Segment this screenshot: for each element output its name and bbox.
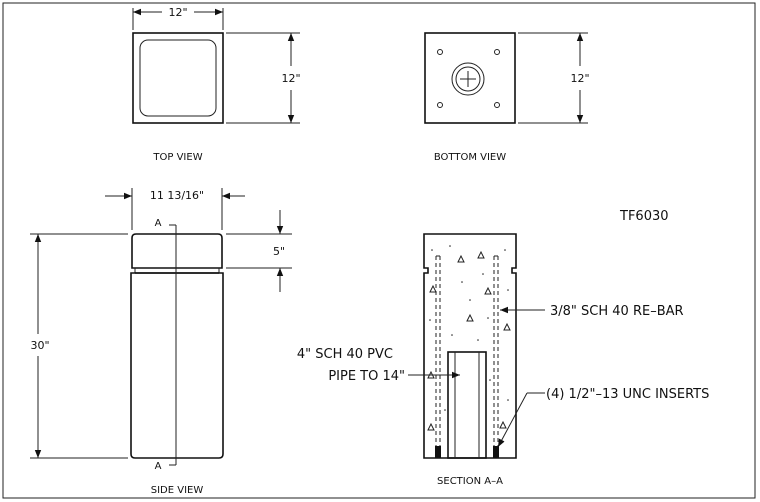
side-view: A A 11 13/16" 30" 5" SIDE VIEW bbox=[30, 188, 292, 496]
section-mark-top: A bbox=[155, 218, 162, 229]
top-view-height-dim: 12" bbox=[281, 72, 300, 85]
top-view-width-dim: 12" bbox=[168, 6, 187, 19]
section-view: 3/8" SCH 40 RE–BAR 4" SCH 40 PVC PIPE TO… bbox=[297, 233, 709, 487]
insert-hole-icon bbox=[494, 102, 500, 108]
inserts-note: (4) 1/2"–13 UNC INSERTS bbox=[546, 387, 709, 402]
section-mark-bottom: A bbox=[155, 461, 162, 472]
side-view-height-dim: 30" bbox=[30, 339, 49, 352]
insert-hole-icon bbox=[437, 49, 443, 55]
insert-hole-icon bbox=[437, 102, 443, 108]
side-view-width-dim: 11 13/16" bbox=[150, 189, 204, 202]
bottom-view-height-dim: 12" bbox=[570, 72, 589, 85]
bottom-view: 12" BOTTOM VIEW bbox=[424, 32, 590, 163]
top-view-title: TOP VIEW bbox=[152, 152, 202, 163]
rebar-note: 3/8" SCH 40 RE–BAR bbox=[550, 304, 684, 319]
pvc-note-line1: 4" SCH 40 PVC bbox=[297, 347, 393, 362]
bottom-view-title: BOTTOM VIEW bbox=[434, 152, 506, 163]
insert bbox=[435, 446, 441, 458]
side-view-cap-dim: 5" bbox=[273, 245, 285, 258]
side-view-title: SIDE VIEW bbox=[151, 485, 204, 496]
pvc-pipe bbox=[447, 351, 487, 459]
pvc-note-line2: PIPE TO 14" bbox=[328, 369, 405, 384]
part-number: TF6030 bbox=[619, 209, 669, 224]
insert bbox=[493, 446, 499, 458]
section-view-title: SECTION A–A bbox=[437, 476, 503, 487]
top-view: 12" 12" TOP VIEW bbox=[132, 6, 301, 163]
concrete-dots bbox=[429, 245, 509, 411]
insert-hole-icon bbox=[494, 49, 500, 55]
